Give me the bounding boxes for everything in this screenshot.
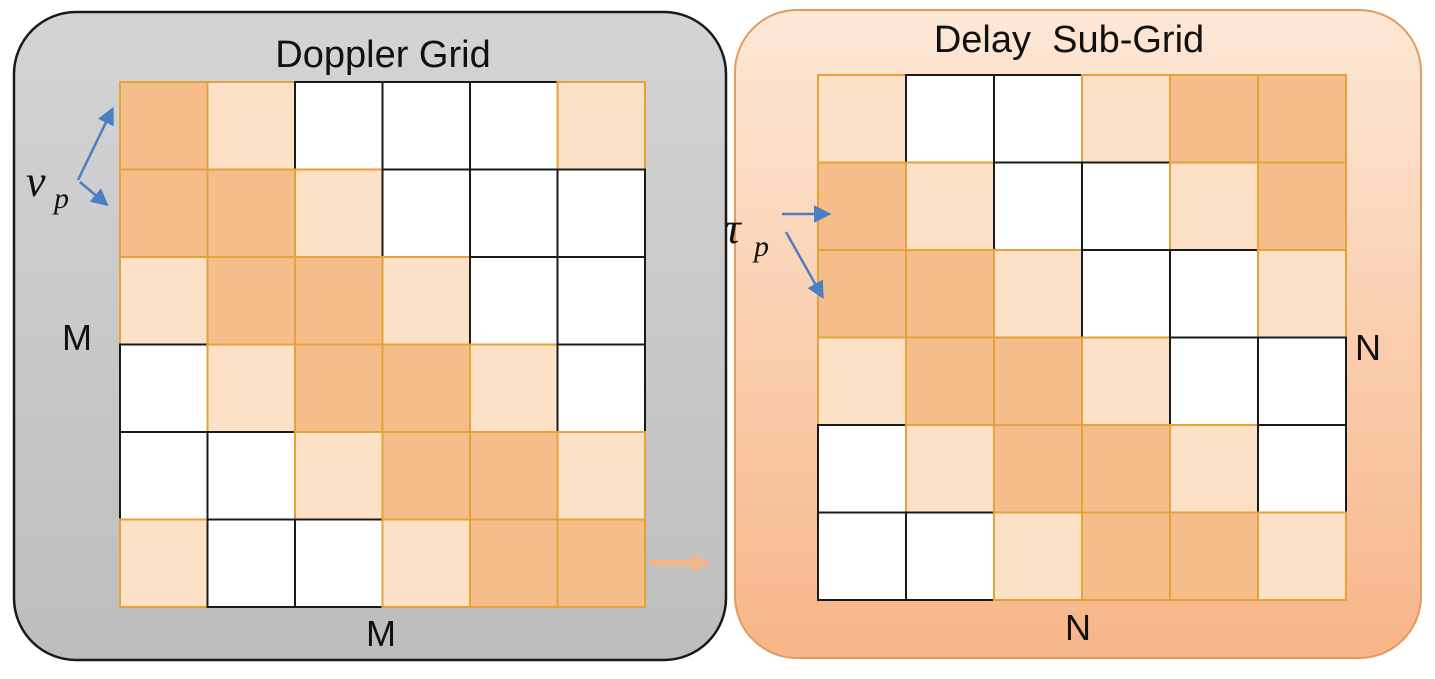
doppler-arrow-down bbox=[79, 181, 109, 207]
delay-col-label: N bbox=[1065, 607, 1091, 648]
delay-cell-3-3 bbox=[1081, 336, 1171, 426]
delay-param-label: τ p bbox=[725, 204, 769, 263]
doppler-cell-3-1 bbox=[206, 343, 296, 433]
delay-cell-2-3 bbox=[1081, 249, 1171, 339]
delay-cell-5-4 bbox=[1169, 511, 1259, 601]
delay-cell-2-0 bbox=[817, 249, 907, 339]
delay-cell-0-4 bbox=[1169, 74, 1259, 164]
delay-cell-1-3 bbox=[1081, 161, 1171, 251]
tau-symbol: τ bbox=[725, 204, 743, 253]
doppler-cell-5-0 bbox=[119, 518, 209, 608]
doppler-cell-5-5 bbox=[556, 518, 646, 608]
delay-row-label: N bbox=[1355, 327, 1381, 368]
doppler-cell-4-0 bbox=[119, 431, 209, 521]
doppler-cell-2-5 bbox=[556, 256, 646, 346]
doppler-cell-3-0 bbox=[119, 343, 209, 433]
delay-arrow-down bbox=[784, 231, 824, 300]
doppler-grid bbox=[119, 81, 646, 608]
delay-cell-0-2 bbox=[993, 74, 1083, 164]
delay-cell-4-5 bbox=[1257, 424, 1347, 514]
delay-cell-2-2 bbox=[993, 249, 1083, 339]
delay-cell-3-1 bbox=[905, 336, 995, 426]
delay-cell-1-1 bbox=[905, 161, 995, 251]
doppler-col-label: M bbox=[366, 613, 396, 654]
delay-grid bbox=[817, 74, 1347, 601]
doppler-cell-3-3 bbox=[381, 343, 471, 433]
delay-cell-2-5 bbox=[1257, 249, 1347, 339]
doppler-cell-1-3 bbox=[381, 168, 471, 258]
delay-cell-0-0 bbox=[817, 74, 907, 164]
nu-subscript: p bbox=[52, 182, 69, 215]
delay-cell-1-5 bbox=[1257, 161, 1347, 251]
delay-panel: Delay Sub-Grid N N τ p bbox=[725, 9, 1422, 659]
doppler-cell-4-1 bbox=[206, 431, 296, 521]
doppler-cell-2-1 bbox=[206, 256, 296, 346]
doppler-cell-0-0 bbox=[119, 81, 209, 171]
delay-cell-3-5 bbox=[1257, 336, 1347, 426]
doppler-cell-1-5 bbox=[556, 168, 646, 258]
tau-subscript: p bbox=[752, 230, 769, 263]
delay-cell-3-2 bbox=[993, 336, 1083, 426]
delay-cell-3-0 bbox=[817, 336, 907, 426]
doppler-cell-0-1 bbox=[206, 81, 296, 171]
doppler-cell-4-5 bbox=[556, 431, 646, 521]
doppler-cell-3-2 bbox=[294, 343, 384, 433]
doppler-row-label: M bbox=[62, 317, 92, 358]
delay-cell-5-2 bbox=[993, 511, 1083, 601]
doppler-cell-4-3 bbox=[381, 431, 471, 521]
doppler-cell-1-2 bbox=[294, 168, 384, 258]
doppler-cell-5-2 bbox=[294, 518, 384, 608]
doppler-cell-0-3 bbox=[381, 81, 471, 171]
doppler-param-label: ν p bbox=[26, 157, 69, 215]
doppler-cell-0-2 bbox=[294, 81, 384, 171]
doppler-cell-3-4 bbox=[469, 343, 559, 433]
doppler-arrow-up bbox=[76, 106, 114, 181]
delay-cell-5-0 bbox=[817, 511, 907, 601]
doppler-cell-2-0 bbox=[119, 256, 209, 346]
delay-cell-3-4 bbox=[1169, 336, 1259, 426]
delay-cell-0-3 bbox=[1081, 74, 1171, 164]
doppler-cell-0-4 bbox=[469, 81, 559, 171]
delay-cell-4-0 bbox=[817, 424, 907, 514]
delay-cell-5-5 bbox=[1257, 511, 1347, 601]
delay-cell-5-1 bbox=[905, 511, 995, 601]
connector-arrow bbox=[650, 554, 712, 572]
delay-cell-2-1 bbox=[905, 249, 995, 339]
delay-grid-title: Delay Sub-Grid bbox=[934, 19, 1204, 61]
doppler-cell-2-4 bbox=[469, 256, 559, 346]
doppler-cell-2-2 bbox=[294, 256, 384, 346]
doppler-cell-1-0 bbox=[119, 168, 209, 258]
delay-cell-2-4 bbox=[1169, 249, 1259, 339]
delay-cell-1-0 bbox=[817, 161, 907, 251]
delay-cell-1-2 bbox=[993, 161, 1083, 251]
delay-cell-5-3 bbox=[1081, 511, 1171, 601]
doppler-cell-0-5 bbox=[556, 81, 646, 171]
doppler-cell-3-5 bbox=[556, 343, 646, 433]
doppler-cell-1-1 bbox=[206, 168, 296, 258]
doppler-grid-title: Doppler Grid bbox=[275, 34, 490, 76]
doppler-cell-4-2 bbox=[294, 431, 384, 521]
doppler-cell-4-4 bbox=[469, 431, 559, 521]
delay-cell-4-1 bbox=[905, 424, 995, 514]
doppler-cell-5-4 bbox=[469, 518, 559, 608]
delay-cell-1-4 bbox=[1169, 161, 1259, 251]
doppler-cell-5-1 bbox=[206, 518, 296, 608]
delay-cell-0-5 bbox=[1257, 74, 1347, 164]
delay-cell-4-2 bbox=[993, 424, 1083, 514]
doppler-cell-2-3 bbox=[381, 256, 471, 346]
doppler-cell-5-3 bbox=[381, 518, 471, 608]
doppler-cell-1-4 bbox=[469, 168, 559, 258]
delay-cell-0-1 bbox=[905, 74, 995, 164]
nu-symbol: ν bbox=[26, 157, 46, 206]
doppler-panel: Doppler Grid M M ν p bbox=[12, 10, 728, 662]
delay-cell-4-4 bbox=[1169, 424, 1259, 514]
delay-cell-4-3 bbox=[1081, 424, 1171, 514]
